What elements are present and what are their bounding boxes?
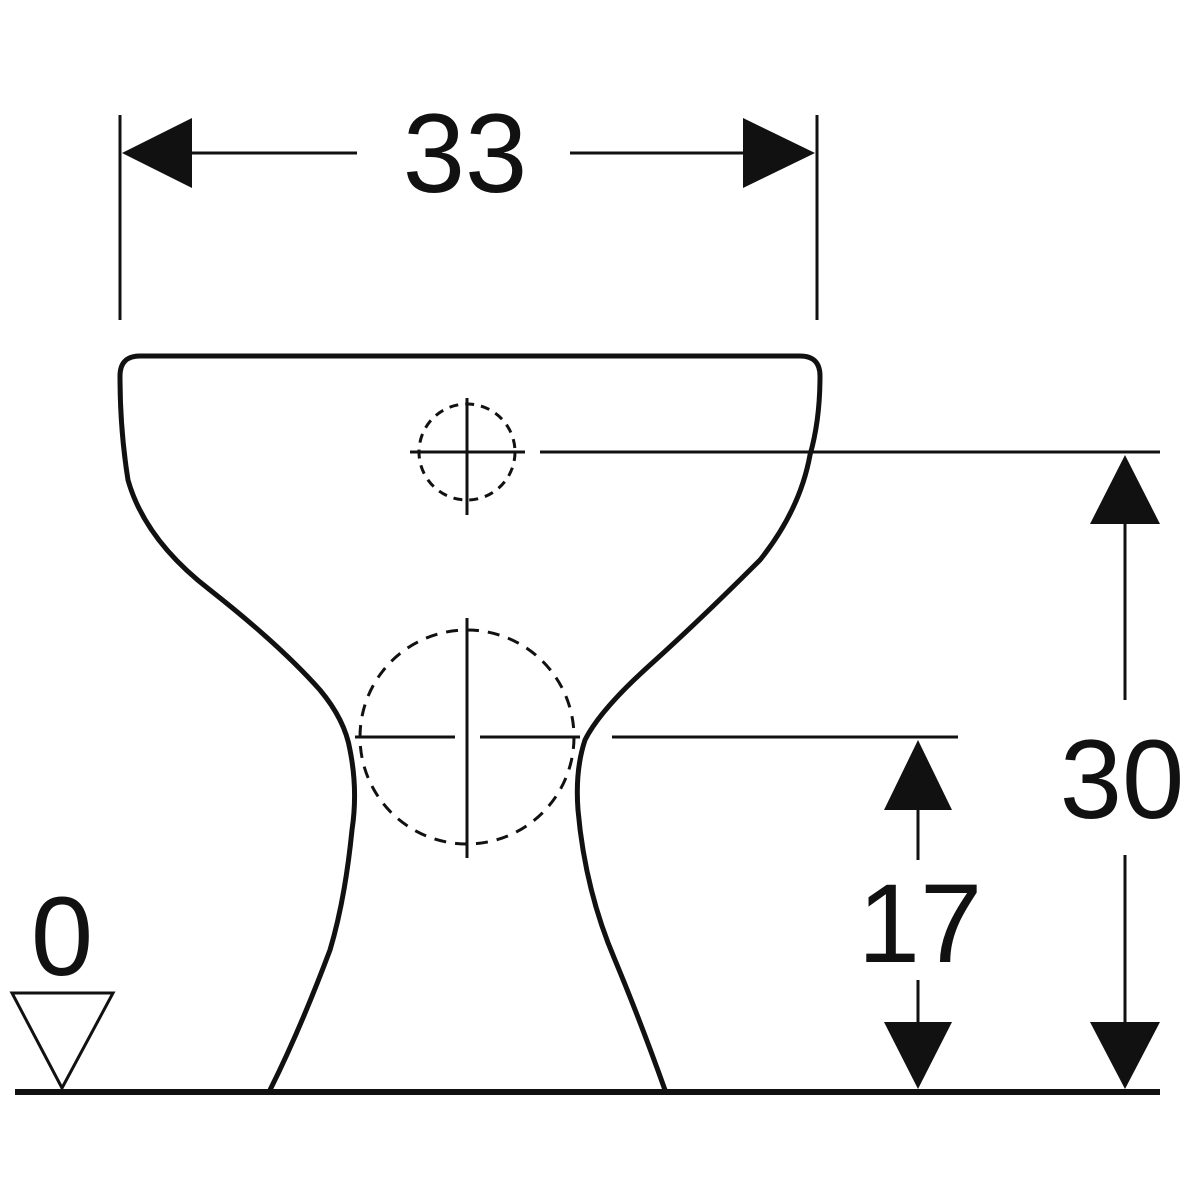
arrow-up-icon (1090, 455, 1160, 524)
floor-level-triangle-icon (9, 991, 116, 1092)
outlet-height-label: 17 (858, 861, 983, 986)
arrow-right-icon (743, 118, 815, 188)
width-dimension (118, 115, 819, 320)
toilet-outline (117, 353, 823, 1092)
outlet-marker (355, 618, 958, 858)
floor-level-label: 0 (31, 874, 93, 999)
width-label: 33 (403, 91, 528, 216)
inlet-height-label: 30 (1060, 717, 1185, 842)
arrow-down-icon (884, 1022, 952, 1089)
arrow-down-icon (1090, 1022, 1160, 1089)
arrow-left-icon (122, 118, 192, 188)
outlet-height-dimension (884, 740, 952, 1089)
inlet-height-dimension (1090, 455, 1160, 1089)
arrow-up-icon (884, 740, 952, 810)
inlet-marker (410, 398, 1160, 515)
